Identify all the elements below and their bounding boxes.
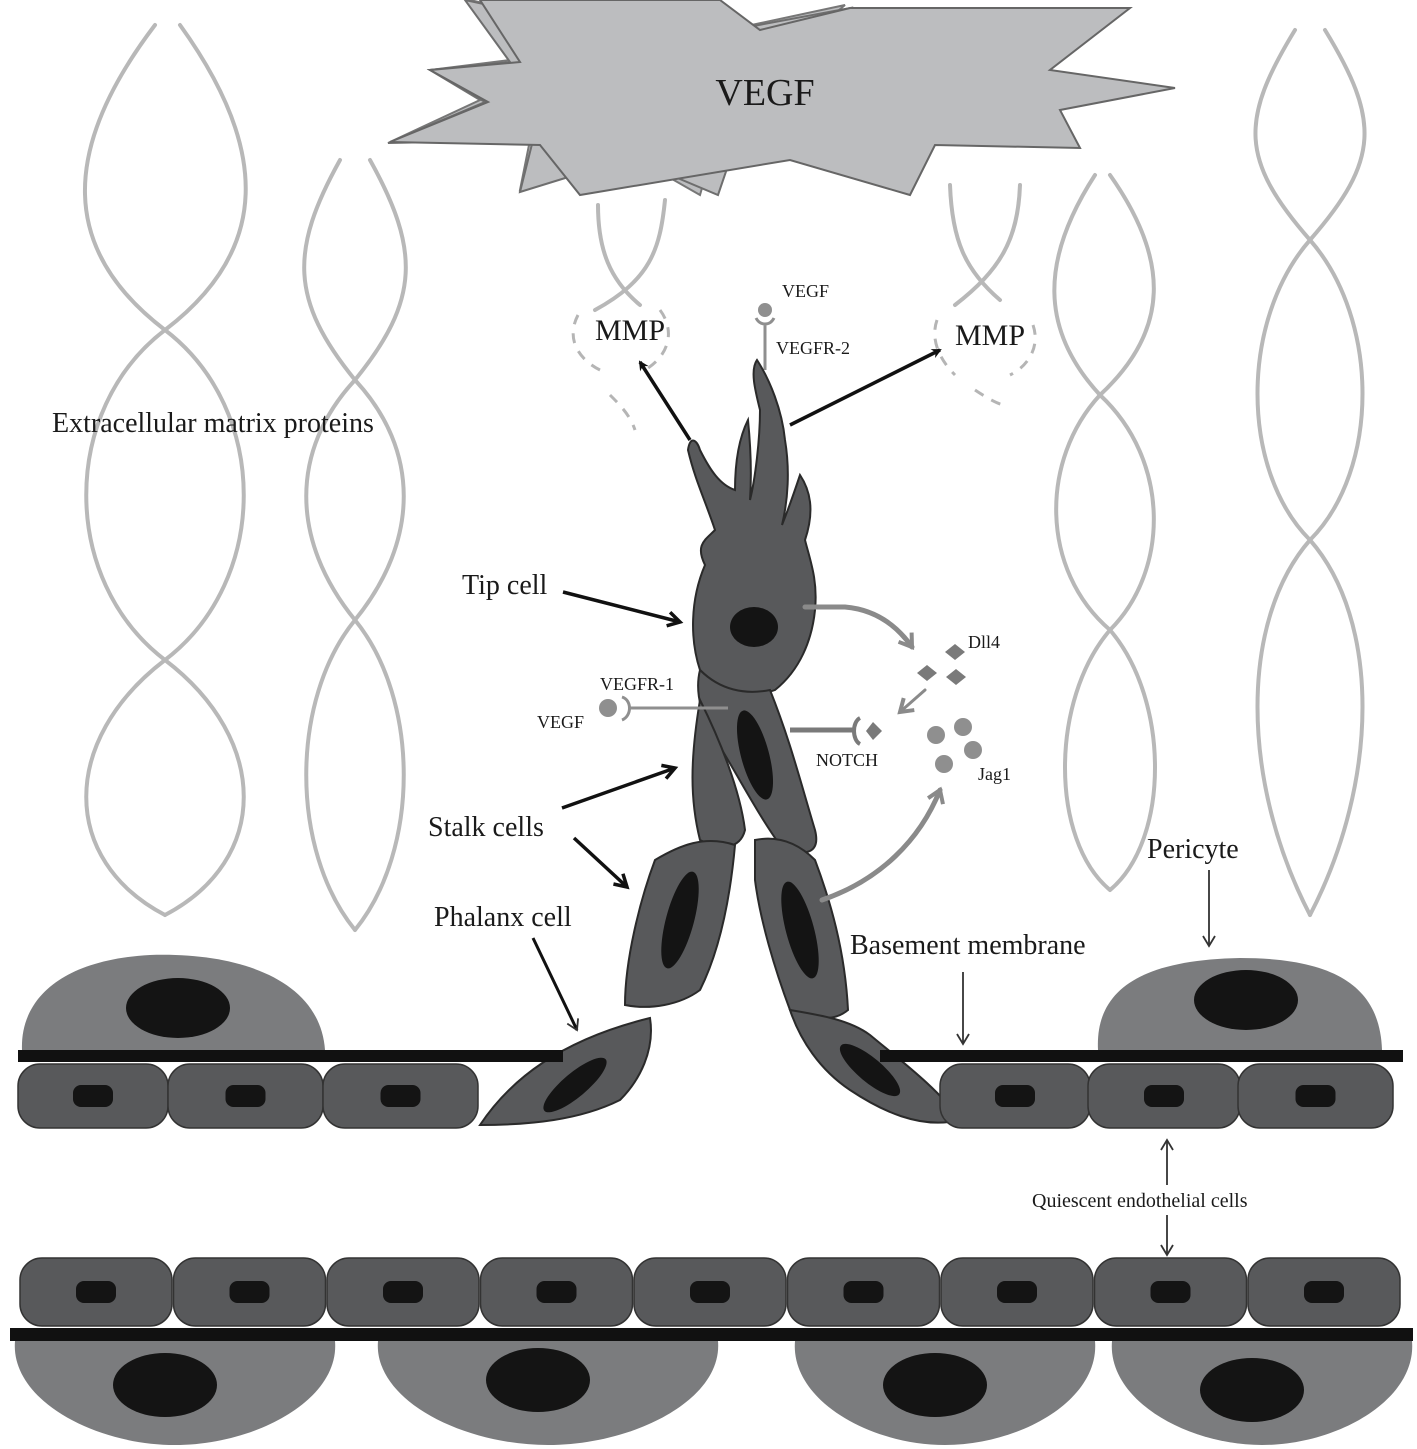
arrow-stalk-cell-upper [561,763,679,810]
basement-membrane-lower [10,1328,1413,1341]
vegf-left-label: VEGF [537,712,584,732]
tip-cell [686,358,817,695]
dll4-ligands: Dll4 [917,632,1000,685]
endothelial-nucleus [843,1281,884,1303]
endothelial-nucleus [995,1085,1035,1107]
stalk-cells-label: Stalk cells [428,812,544,843]
arrow-stalk-to-jag1 [819,786,945,903]
endothelial-nucleus [229,1281,270,1303]
dll4-label: Dll4 [968,632,1000,652]
vegfr2-label: VEGFR-2 [776,338,850,358]
basement-membrane-label: Basement membrane [850,930,1086,961]
endothelial-nucleus [76,1281,116,1303]
pericyte-nucleus [113,1353,217,1417]
endothelial-nucleus [690,1281,730,1303]
pericyte-nucleus [883,1353,987,1417]
endothelial-nucleus [383,1281,423,1303]
arrow-tip-cell [562,590,684,628]
endothelial-nucleus [1144,1085,1184,1107]
mmp-right-label: MMP [955,319,1025,352]
arrow-to-mmp-right [789,348,942,427]
notch-receptor: NOTCH [790,716,882,770]
stalk-cells [623,668,962,1124]
pericyte-nucleus [486,1348,590,1412]
endothelial-nucleus [380,1085,421,1107]
endothelial-nucleus [536,1281,577,1303]
endothelial-nucleus [1304,1281,1344,1303]
vegf-star: VEGF [387,0,1176,197]
endothelial-nucleus [73,1085,113,1107]
endothelial-nucleus [1150,1281,1191,1303]
ecm-fiber-2 [302,158,408,932]
arrow-stalk-cell-lower [572,836,630,890]
ecm-fiber-small-left [593,198,667,312]
mmp-left-label: MMP [595,314,665,347]
arrow-tip-to-dll4 [802,604,915,650]
ecm-fiber-4 [1253,28,1367,917]
vegf-top-label: VEGF [782,281,829,301]
phalanx-cell [478,1016,652,1127]
mmp-left: MMP [571,309,670,431]
endothelial-nucleus [997,1281,1037,1303]
mmp-right: MMP [933,319,1037,407]
basement-membrane-upper-left [18,1050,563,1062]
pericyte-label: Pericyte [1147,834,1239,865]
ecm-fiber-small-right [948,183,1022,307]
endothelial-row-upper [17,1063,1394,1129]
jag1-label: Jag1 [978,764,1011,784]
vegfr2-receptor: VEGF VEGFR-2 [754,281,850,370]
phalanx-cell-label: Phalanx cell [434,902,572,933]
pericyte-nucleus [1200,1358,1304,1422]
vegfr1-receptor: VEGFR-1 VEGF [537,674,728,732]
pericytes-lower [14,1341,1413,1445]
endothelial-row-lower [19,1257,1401,1327]
quiescent-label: Quiescent endothelial cells [1032,1190,1248,1212]
ecm-label: Extracellular matrix proteins [52,408,374,439]
endothelial-nucleus [1295,1085,1336,1107]
arrow-to-mmp-left [638,360,692,441]
pericyte-upper-left [21,954,325,1050]
notch-label: NOTCH [816,750,878,770]
arrow-dll4-to-notch [897,688,927,715]
arrow-phalanx-cell [531,937,579,1032]
basement-membrane-upper-right [880,1050,1403,1062]
vegf-main-label: VEGF [715,72,814,114]
ecm-fiber-1 [83,23,248,917]
vegfr1-label: VEGFR-1 [600,674,674,694]
ecm-fiber-3 [1052,173,1157,892]
pericyte-upper-right [1097,958,1382,1050]
endothelial-nucleus [225,1085,266,1107]
jag1-ligands: Jag1 [927,718,1011,784]
tip-cell-label: Tip cell [462,570,548,601]
